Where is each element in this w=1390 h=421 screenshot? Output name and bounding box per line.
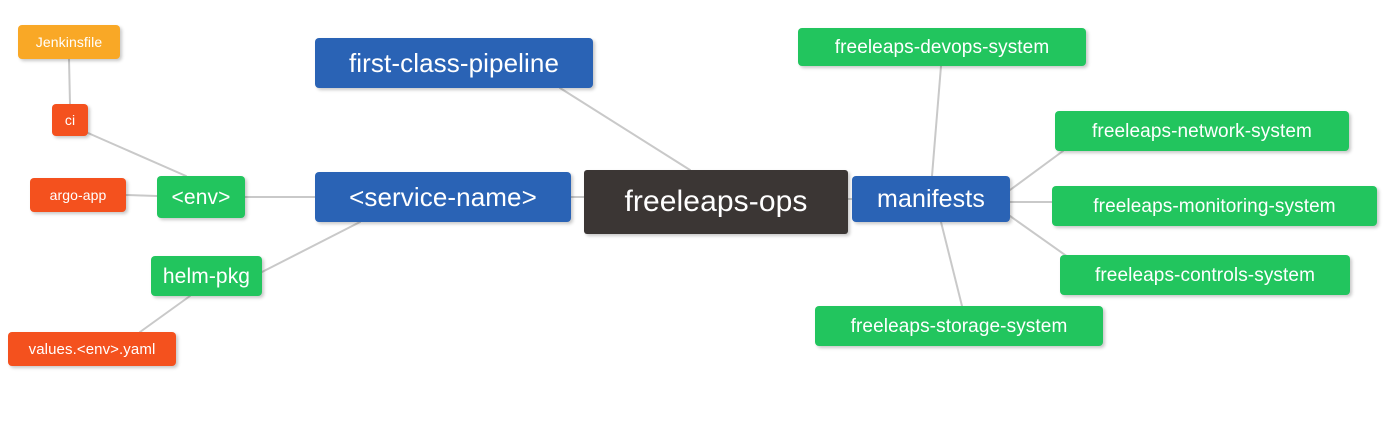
- node-ci[interactable]: ci: [52, 104, 88, 136]
- node-freeleaps-network-system[interactable]: freeleaps-network-system: [1055, 111, 1349, 151]
- node-first-class-pipeline[interactable]: first-class-pipeline: [315, 38, 593, 88]
- edge-service-name-to-helm-pkg: [261, 221, 361, 273]
- node-freeleaps-controls-system[interactable]: freeleaps-controls-system: [1060, 255, 1350, 295]
- edge-first-class-pipeline-to-freeleaps-ops: [559, 87, 691, 171]
- edge-jenkinsfile-to-ci: [68, 58, 71, 105]
- node-freeleaps-ops[interactable]: freeleaps-ops: [584, 170, 848, 234]
- node-env[interactable]: <env>: [157, 176, 245, 218]
- node-manifests[interactable]: manifests: [852, 176, 1010, 222]
- node-values-env-yaml[interactable]: values.<env>.yaml: [8, 332, 176, 366]
- node-jenkinsfile[interactable]: Jenkinsfile: [18, 25, 120, 59]
- edge-freeleaps-network-system-to-manifests: [1009, 150, 1064, 191]
- node-freeleaps-devops-system[interactable]: freeleaps-devops-system: [798, 28, 1086, 66]
- edge-freeleaps-devops-system-to-manifests: [931, 65, 942, 177]
- node-service-name[interactable]: <service-name>: [315, 172, 571, 222]
- edge-freeleaps-storage-system-to-manifests: [940, 221, 963, 307]
- edge-argo-app-to-env: [125, 194, 158, 197]
- edge-helm-pkg-to-values-env-yaml: [139, 295, 191, 333]
- node-freeleaps-monitoring-system[interactable]: freeleaps-monitoring-system: [1052, 186, 1377, 226]
- node-freeleaps-storage-system[interactable]: freeleaps-storage-system: [815, 306, 1103, 346]
- edge-ci-to-env: [87, 132, 187, 177]
- node-helm-pkg[interactable]: helm-pkg: [151, 256, 262, 296]
- node-argo-app[interactable]: argo-app: [30, 178, 126, 212]
